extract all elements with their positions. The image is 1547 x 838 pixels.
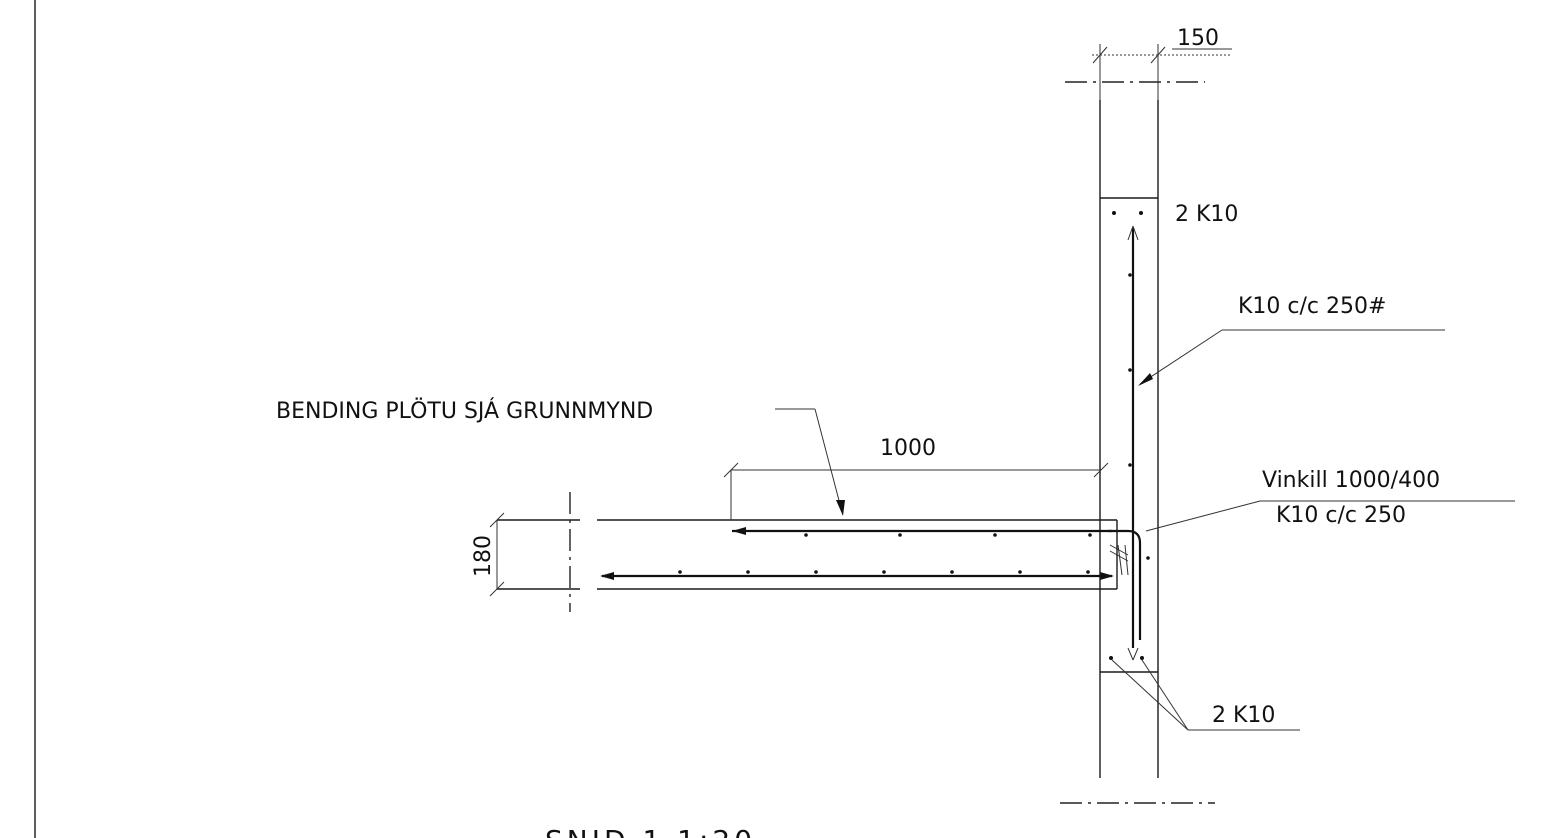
drawing-title: SNID 1 1:20: [545, 824, 756, 838]
callout-slab-reinforcement: BENDING PLÖTU SJÁ GRUNNMYND: [276, 398, 845, 516]
label-angle-line1: Vinkill 1000/400: [1262, 468, 1440, 493]
dimension-anchor-length: 1000: [723, 436, 1109, 520]
callout-bottom-bars: 2 K10: [1111, 659, 1300, 731]
wall: [1060, 81, 1215, 804]
dim-wall-thickness-text: 150: [1177, 26, 1219, 51]
slab-reinforcement: [600, 527, 1114, 580]
callout-angle-bar: Vinkill 1000/400 K10 c/c 250: [1145, 468, 1515, 532]
dimension-wall-thickness: 150: [1092, 26, 1232, 100]
angle-bar: [1108, 529, 1142, 640]
label-wall-bars: K10 c/c 250#: [1238, 294, 1386, 319]
wall-reinforcement: [1108, 211, 1150, 661]
callout-wall-bars: K10 c/c 250#: [1138, 294, 1445, 386]
dim-anchor-length-text: 1000: [880, 436, 936, 461]
label-bottom-bars: 2 K10: [1212, 703, 1275, 728]
dim-slab-thickness-text: 180: [471, 535, 496, 577]
label-slab-reinforcement: BENDING PLÖTU SJÁ GRUNNMYND: [276, 398, 653, 424]
label-angle-line2: K10 c/c 250: [1276, 503, 1406, 528]
callout-top-bars: 2 K10: [1175, 202, 1238, 227]
label-top-bars: 2 K10: [1175, 202, 1238, 227]
slab: [497, 492, 1118, 612]
dimension-slab-thickness: 180: [471, 512, 505, 597]
